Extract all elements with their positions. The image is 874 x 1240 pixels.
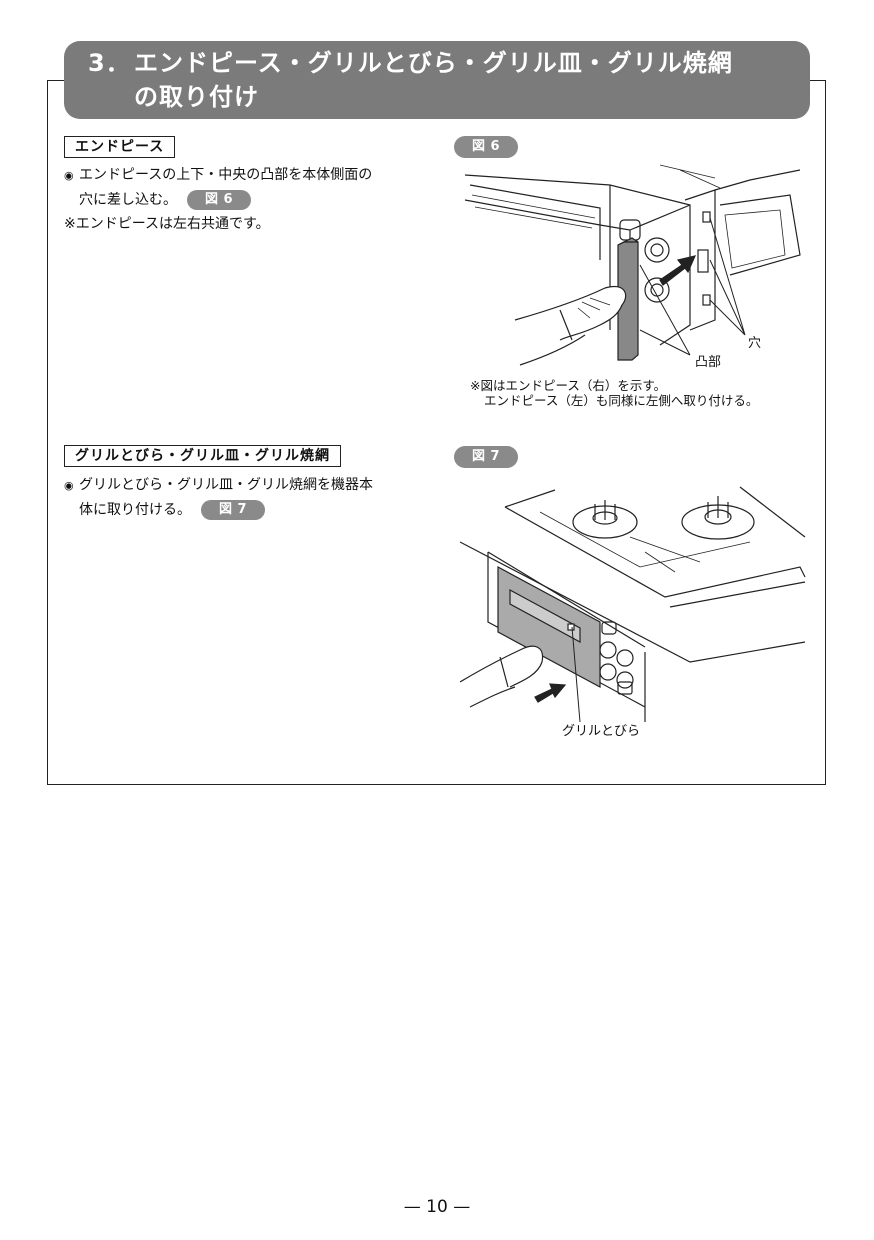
grill-door-label: グリルとびら bbox=[562, 724, 641, 739]
grill-parts-text-2: 体に取り付ける。 bbox=[79, 502, 191, 518]
bullet-icon: ◉ bbox=[64, 479, 74, 492]
figure6-note-line-2: エンドピース（左）も同様に左側へ取り付ける。 bbox=[484, 393, 759, 408]
fig7-badge: 図 7 bbox=[454, 446, 518, 468]
figure6-note-line-1: ※図はエンドピース（右）を示す。 bbox=[470, 378, 667, 393]
section-title: 3．エンドピース・グリルとびら・グリル皿・グリル焼網 の取り付け bbox=[64, 41, 810, 119]
grill-parts-instructions: ◉ グリルとびら・グリル皿・グリル焼網を機器本 体に取り付ける。図 7 bbox=[64, 473, 434, 522]
boss-label: 凸部 bbox=[695, 355, 722, 370]
fig6-badge: 図 6 bbox=[454, 136, 518, 158]
bullet-icon: ◉ bbox=[64, 169, 74, 182]
fig6-reference: 図 6 bbox=[187, 190, 252, 210]
figure6-illustration bbox=[460, 160, 810, 375]
end-piece-label: エンドピース bbox=[64, 136, 176, 158]
end-piece-text-1: エンドピースの上下・中央の凸部を本体側面の bbox=[79, 167, 373, 183]
hole-label: 穴 bbox=[748, 336, 762, 351]
figure6-note: ※図はエンドピース（右）を示す。 エンドピース（左）も同様に左側へ取り付ける。 bbox=[470, 378, 758, 408]
fig7-reference: 図 7 bbox=[201, 500, 266, 520]
figure7-illustration bbox=[460, 482, 810, 722]
grill-parts-label: グリルとびら・グリル皿・グリル焼網 bbox=[64, 445, 341, 467]
page-number: — 10 — bbox=[403, 1197, 471, 1217]
title-line-1: エンドピース・グリルとびら・グリル皿・グリル焼網 bbox=[134, 49, 733, 77]
grill-parts-text-1: グリルとびら・グリル皿・グリル焼網を機器本 bbox=[79, 477, 373, 493]
end-piece-instructions: ◉ エンドピースの上下・中央の凸部を本体側面の 穴に差し込む。図 6 ※エンドピー… bbox=[64, 163, 434, 236]
end-piece-note: ※エンドピースは左右共通です。 bbox=[64, 216, 270, 232]
title-line-2: の取り付け bbox=[134, 83, 259, 111]
section-number: 3． bbox=[88, 49, 131, 77]
end-piece-text-2: 穴に差し込む。 bbox=[79, 192, 177, 208]
